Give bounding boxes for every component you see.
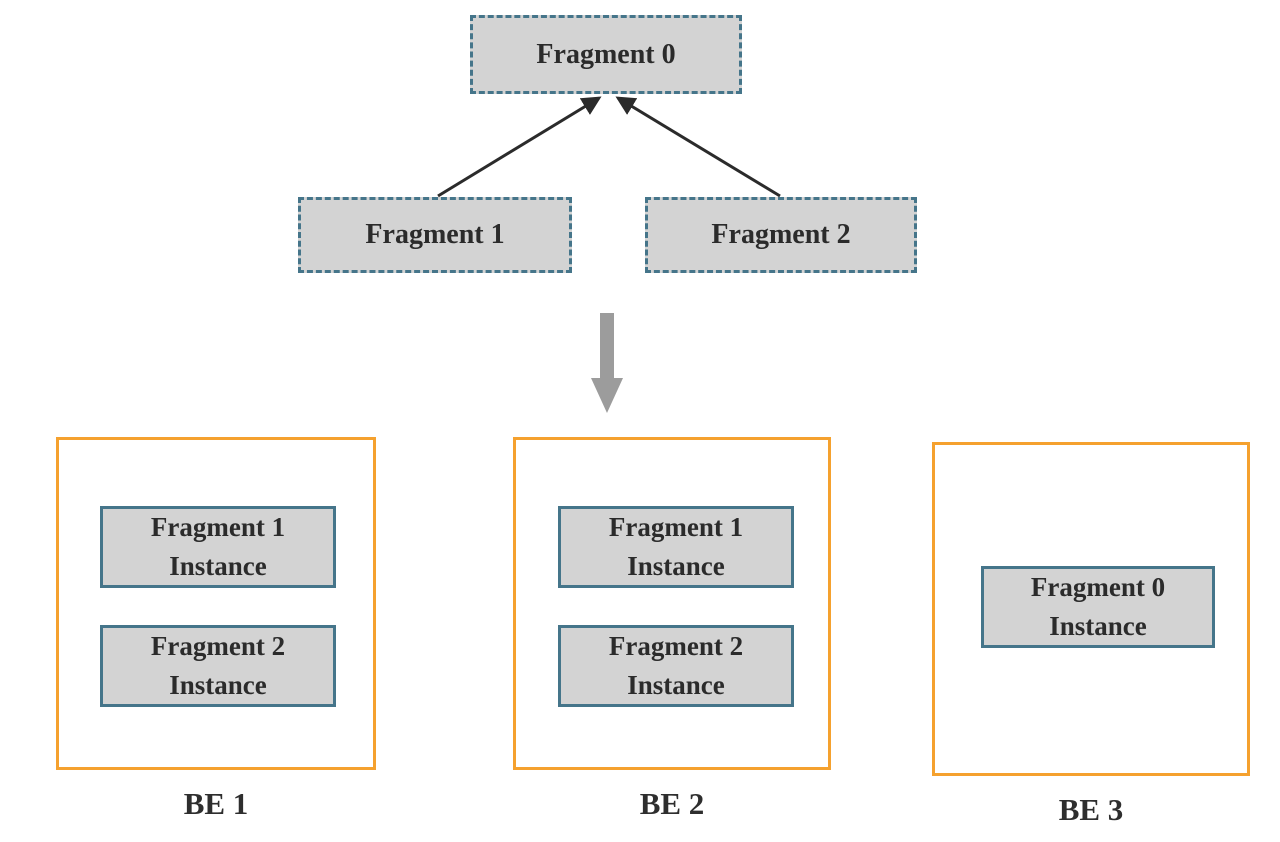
fragment-1-box: Fragment 1 xyxy=(298,197,572,273)
instance-label-line2: Instance xyxy=(169,551,267,581)
backend-2-label: BE 2 xyxy=(639,786,705,821)
big-down-arrow xyxy=(591,313,623,413)
instance-label-line2: Instance xyxy=(627,670,725,700)
instance-label-line1: Fragment 1 xyxy=(150,512,286,542)
instance-label-line1: Fragment 2 xyxy=(608,631,744,661)
fragment-0-box: Fragment 0 xyxy=(470,15,742,94)
be2-fragment-1-instance-box: Fragment 1 Instance xyxy=(558,506,794,588)
instance-label-line1: Fragment 1 xyxy=(608,512,744,542)
fragment-2-box: Fragment 2 xyxy=(645,197,917,273)
backend-3-label: BE 3 xyxy=(1058,792,1124,827)
be1-fragment-2-instance-box: Fragment 2 Instance xyxy=(100,625,336,707)
backend-3-box: Fragment 0 Instance xyxy=(932,442,1250,776)
instance-label-line1: Fragment 0 xyxy=(1030,572,1166,602)
instance-label-line2: Instance xyxy=(627,551,725,581)
instance-label-line2: Instance xyxy=(1049,611,1147,641)
arrow-fragment2-to-fragment0 xyxy=(615,96,781,198)
instance-label-line1: Fragment 2 xyxy=(150,631,286,661)
backend-1-label: BE 1 xyxy=(183,786,249,821)
backend-1-group: Fragment 1 Instance Fragment 2 Instance … xyxy=(56,437,376,822)
be1-fragment-1-instance-box: Fragment 1 Instance xyxy=(100,506,336,588)
be2-fragment-2-instance-box: Fragment 2 Instance xyxy=(558,625,794,707)
backend-2-box: Fragment 1 Instance Fragment 2 Instance xyxy=(513,437,831,770)
backend-1-box: Fragment 1 Instance Fragment 2 Instance xyxy=(56,437,376,770)
be3-fragment-0-instance-box: Fragment 0 Instance xyxy=(981,566,1215,648)
instance-label-line2: Instance xyxy=(169,670,267,700)
arrow-fragment1-to-fragment0 xyxy=(437,96,602,198)
backend-3-group: Fragment 0 Instance BE 3 xyxy=(932,442,1250,828)
backend-2-group: Fragment 1 Instance Fragment 2 Instance … xyxy=(513,437,831,822)
